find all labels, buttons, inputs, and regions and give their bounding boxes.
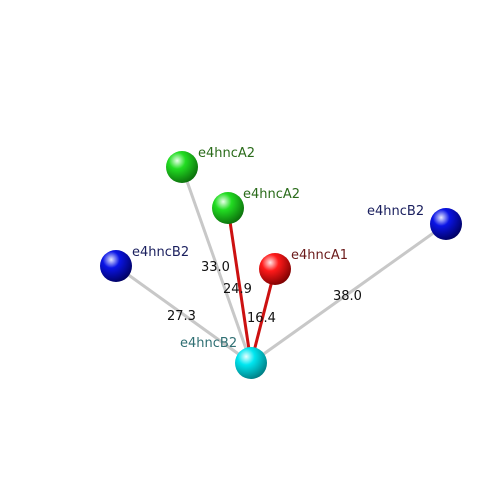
node-label-red: e4hncA1 <box>291 248 348 263</box>
nodes-layer <box>100 151 462 379</box>
edges-layer <box>115 166 447 365</box>
node-center <box>235 347 267 379</box>
node-label-blue-left: e4hncB2 <box>132 245 189 260</box>
edge-center-blue-left <box>115 264 252 365</box>
edge-center-red <box>249 268 277 364</box>
edge-center-green-mid <box>226 207 253 364</box>
node-labels-layer: e4hncA2 e4hncA2 e4hncA1 e4hncB2 e4hncB2 … <box>132 146 424 351</box>
edge-labels-layer: 33.0 24.9 16.4 27.3 38.0 <box>167 260 362 326</box>
node-green-mid <box>212 192 244 224</box>
edge-label-16.4: 16.4 <box>247 311 276 326</box>
edge-label-24.9: 24.9 <box>223 282 252 297</box>
node-green-top <box>166 151 198 183</box>
node-label-green-top: e4hncA2 <box>198 146 255 161</box>
edge-center-green-top <box>180 166 253 364</box>
edge-center-blue-right <box>250 222 447 365</box>
node-blue-right <box>430 208 462 240</box>
edge-label-27.3: 27.3 <box>167 309 196 324</box>
node-red <box>259 253 291 285</box>
node-label-blue-right: e4hncB2 <box>367 204 424 219</box>
node-label-green-mid: e4hncA2 <box>243 187 300 202</box>
edge-label-33: 33.0 <box>201 260 230 275</box>
node-blue-left <box>100 250 132 282</box>
node-label-center: e4hncB2 <box>180 336 237 351</box>
edge-label-38: 38.0 <box>333 289 362 304</box>
